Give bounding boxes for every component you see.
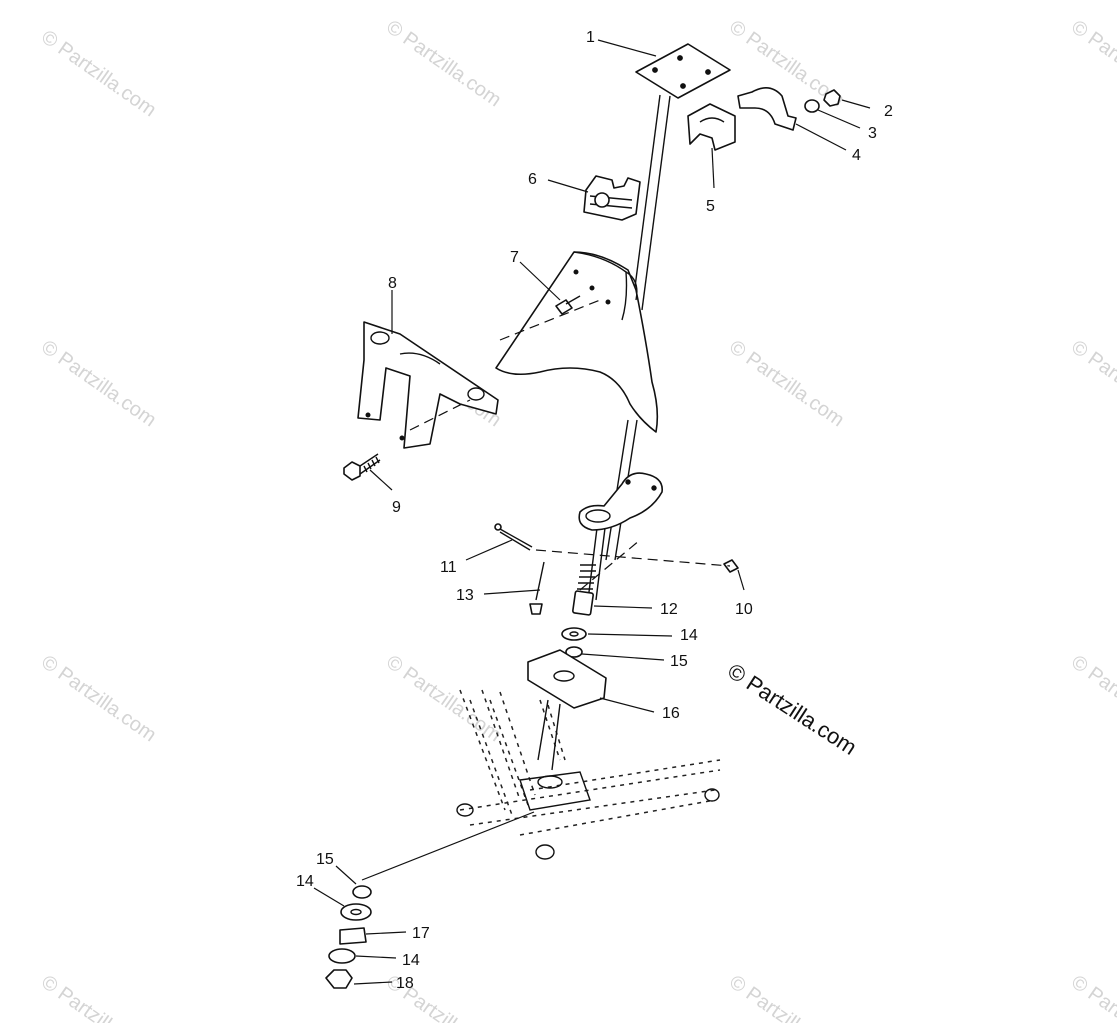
watermark: © Partzilla.com xyxy=(382,651,505,746)
leader-lines xyxy=(313,39,871,985)
callout-15-lower: 15 xyxy=(316,851,334,868)
brand-watermark: © Partzilla.com xyxy=(723,658,861,760)
watermark: © Partzilla.com xyxy=(1067,16,1117,111)
callout-labels: 1 2 3 4 5 6 7 8 9 10 11 13 12 14 15 16 1… xyxy=(296,29,893,992)
hex-bolt xyxy=(343,453,381,481)
pin xyxy=(529,561,545,615)
callout-17: 17 xyxy=(412,925,430,942)
watermark: © Partzilla.com xyxy=(725,336,848,431)
small-bolt xyxy=(555,295,581,315)
watermark: © Partzilla.com xyxy=(37,651,160,746)
callout-9: 9 xyxy=(392,499,401,516)
bushing-block xyxy=(687,103,736,151)
callout-3: 3 xyxy=(868,125,877,142)
callout-14-upper: 14 xyxy=(680,627,698,644)
callout-12: 12 xyxy=(660,601,678,618)
watermark: © Partzilla.com xyxy=(37,26,160,121)
small-screw xyxy=(723,559,739,573)
lower-hardware-stack xyxy=(325,885,372,989)
upper-washers xyxy=(561,627,587,658)
cotter-pin xyxy=(494,523,533,551)
watermark: © Partzilla.com xyxy=(1067,651,1117,746)
callout-1: 1 xyxy=(586,29,595,46)
rubber-bushing xyxy=(583,175,641,221)
callout-4: 4 xyxy=(852,147,861,164)
lower-shaft xyxy=(572,519,607,616)
callout-15-upper: 15 xyxy=(670,653,688,670)
washer-nut xyxy=(804,89,841,113)
watermark: © Partzilla.com xyxy=(37,336,160,431)
steering-arm xyxy=(527,649,607,771)
watermark: © Partzilla.com xyxy=(1067,336,1117,431)
watermark: © Partzilla.com xyxy=(1067,971,1117,1023)
bearing-plate xyxy=(578,472,663,531)
callout-14-bottom: 14 xyxy=(402,952,420,969)
reference-lines xyxy=(409,299,731,591)
callout-2: 2 xyxy=(884,103,893,120)
callout-14-lower: 14 xyxy=(296,873,314,890)
callout-5: 5 xyxy=(706,198,715,215)
frame-crossmember xyxy=(456,689,721,860)
callout-18: 18 xyxy=(396,975,414,992)
callout-13: 13 xyxy=(456,587,474,604)
callout-7: 7 xyxy=(510,249,519,266)
callout-6: 6 xyxy=(528,171,537,188)
watermark: © Partzilla.com xyxy=(382,16,505,111)
watermark: © Partzilla.com xyxy=(37,971,160,1023)
callout-10: 10 xyxy=(735,601,753,618)
callout-8: 8 xyxy=(388,275,397,292)
watermark: © Partzilla.com xyxy=(725,971,848,1023)
callout-16: 16 xyxy=(662,705,680,722)
steering-support-shroud xyxy=(495,251,659,433)
mounting-bracket xyxy=(357,321,499,449)
callout-11: 11 xyxy=(440,559,457,576)
u-clamp xyxy=(737,87,797,131)
watermark-layer: © Partzilla.com © Partzilla.com © Partzi… xyxy=(37,16,1117,1023)
steering-post xyxy=(605,43,731,561)
